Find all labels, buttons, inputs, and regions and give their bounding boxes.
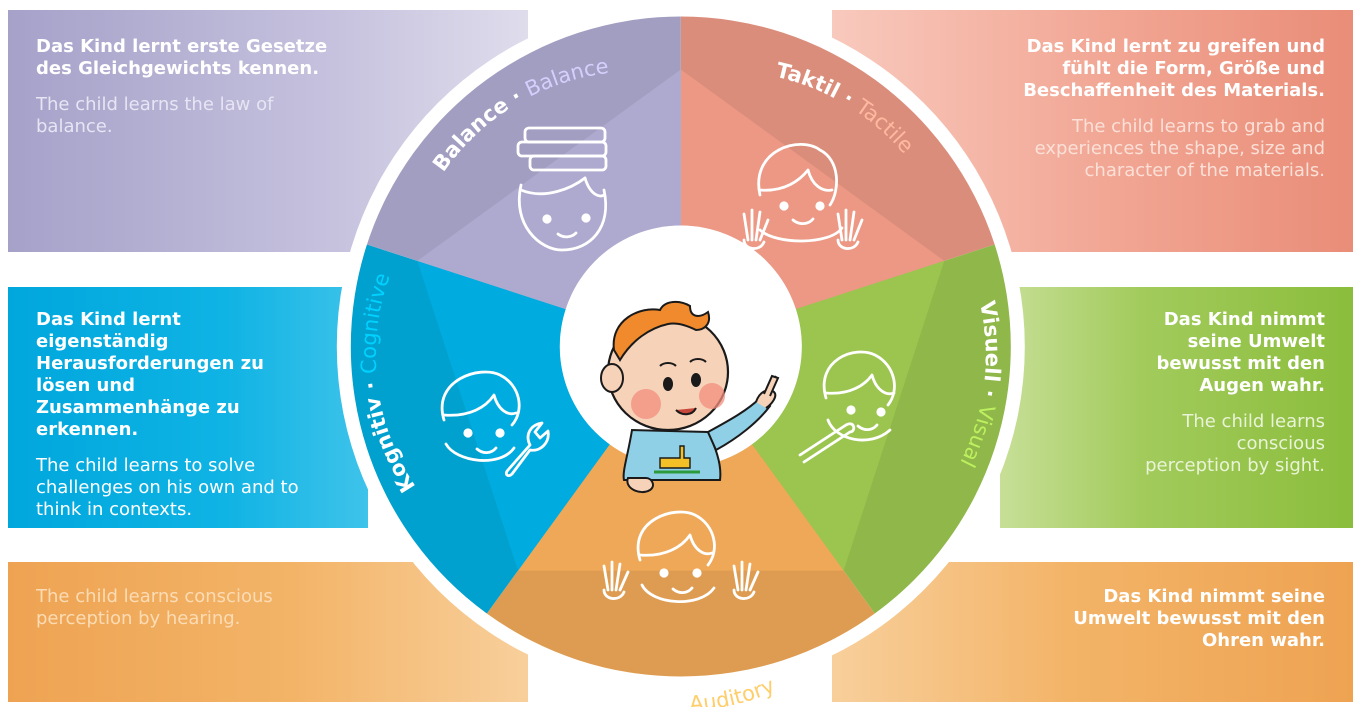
auditory-icon bbox=[602, 510, 760, 603]
baby-pointing-illustration bbox=[600, 300, 780, 494]
auditory-text-en: The child learns conscious perception by… bbox=[36, 586, 273, 629]
visual-icon bbox=[798, 350, 896, 464]
tactile-segment-inner bbox=[680, 69, 945, 310]
cognitive-icon bbox=[440, 370, 550, 478]
auditory-segment-inner bbox=[517, 444, 844, 571]
tactile-icon bbox=[742, 142, 864, 250]
balance-icon bbox=[516, 126, 608, 252]
cognitive-segment-inner bbox=[417, 260, 610, 571]
visual-text-de: Das Kind nimmt seine Umwelt bewusst mit … bbox=[1156, 309, 1325, 396]
auditory-text-de: Das Kind nimmt seine Umwelt bewusst mit … bbox=[1073, 586, 1325, 651]
visual-text-en: The child learns conscious perception by… bbox=[1145, 411, 1325, 476]
visual-segment-inner bbox=[751, 260, 945, 571]
cognitive-text-en: The child learns to solve challenges on … bbox=[36, 455, 299, 520]
cognitive-panel: Das Kind lernt eigenständig Herausforder… bbox=[8, 287, 368, 528]
balance-segment-inner bbox=[417, 69, 681, 310]
balance-text-en: The child learns the law of balance. bbox=[36, 94, 274, 137]
tactile-text-en: The child learns to grab and experiences… bbox=[1034, 116, 1325, 181]
balance-text-de: Das Kind lernt erste Gesetze des Gleichg… bbox=[36, 36, 328, 79]
tactile-text-de: Das Kind lernt zu greifen und fühlt die … bbox=[1023, 36, 1325, 101]
cognitive-text-de: Das Kind lernt eigenständig Herausforder… bbox=[36, 309, 264, 440]
visual-panel: Das Kind nimmt seine Umwelt bewusst mit … bbox=[1000, 287, 1353, 528]
